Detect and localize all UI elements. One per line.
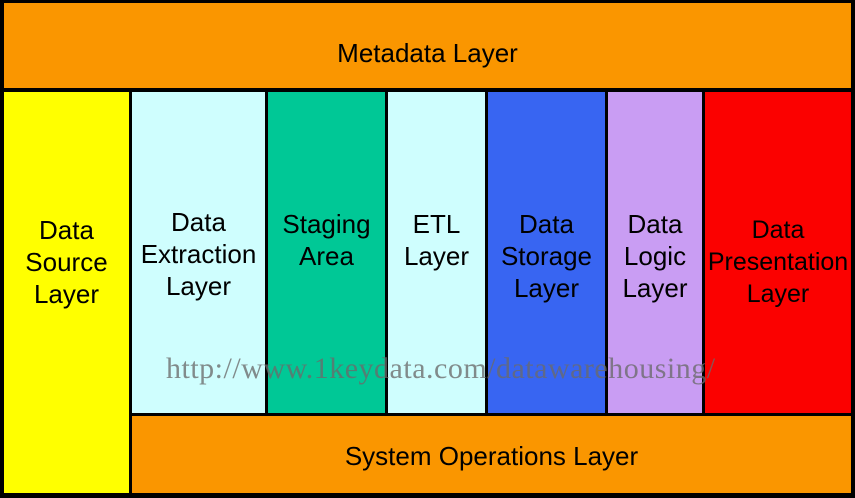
data-source-layer-label: Data Source Layer <box>25 214 108 309</box>
data-extraction-layer-label: Data Extraction Layer <box>140 206 257 301</box>
system-operations-layer-band: System Operations Layer <box>132 416 851 493</box>
etl-layer-column: ETL Layer <box>388 92 485 413</box>
system-operations-layer-label: System Operations Layer <box>344 440 639 471</box>
data-storage-layer-label: Data Storage Layer <box>500 208 593 303</box>
metadata-layer-band: Metadata Layer <box>4 3 851 88</box>
data-presentation-layer-label: Data Presentation Layer <box>707 215 849 308</box>
data-presentation-layer-column: Data Presentation Layer <box>705 92 851 413</box>
staging-area-column: Staging Area <box>268 92 385 413</box>
etl-layer-label: ETL Layer <box>403 208 470 271</box>
data-extraction-layer-column: Data Extraction Layer <box>132 92 265 413</box>
data-logic-layer-label: Data Logic Layer <box>622 208 688 303</box>
data-storage-layer-column: Data Storage Layer <box>488 92 605 413</box>
metadata-layer-label: Metadata Layer <box>337 37 518 68</box>
staging-area-label: Staging Area <box>282 208 371 271</box>
data-logic-layer-column: Data Logic Layer <box>608 92 702 413</box>
data-source-layer-column: Data Source Layer <box>4 92 129 493</box>
